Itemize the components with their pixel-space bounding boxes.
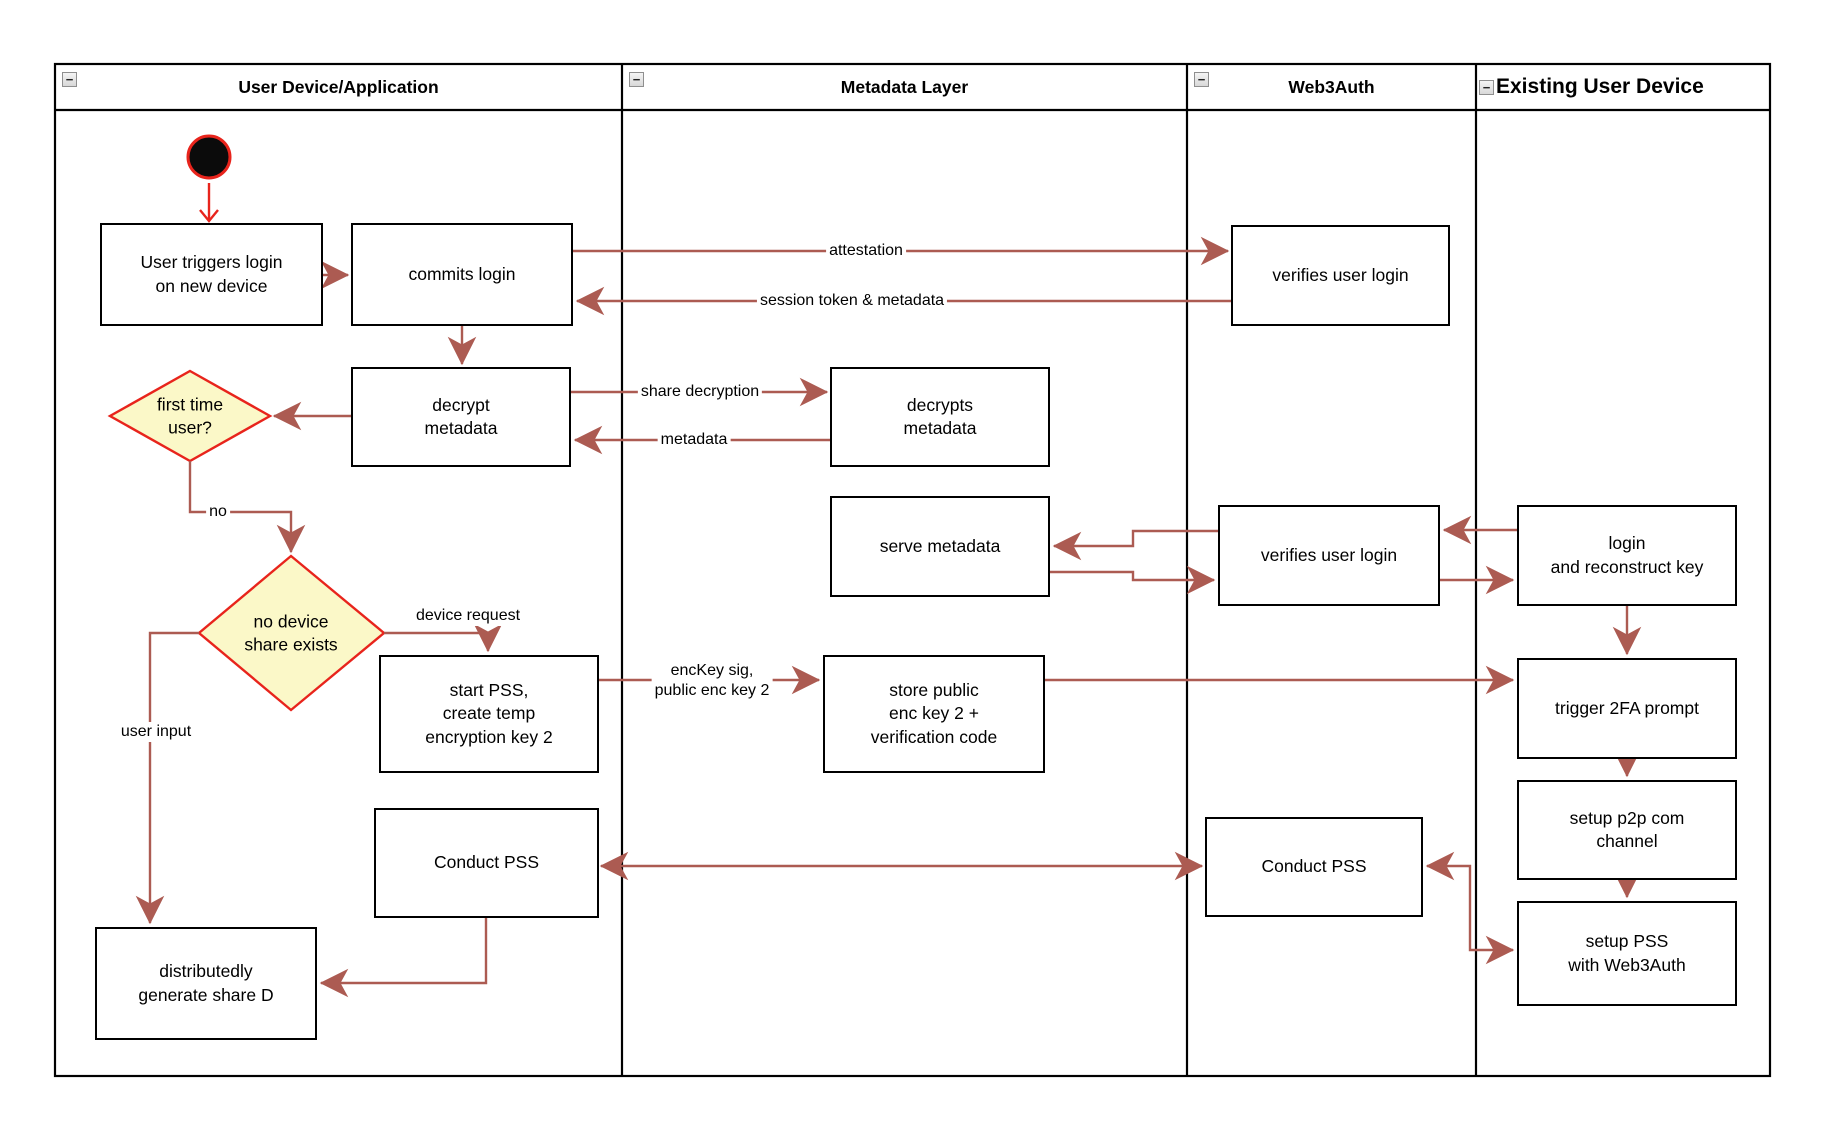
start-node[interactable] bbox=[186, 134, 232, 180]
node-conduct-pss-web3auth[interactable]: Conduct PSS bbox=[1205, 817, 1423, 917]
node-commits-login[interactable]: commits login bbox=[351, 223, 573, 326]
node-user-triggers-login[interactable]: User triggers login on new device bbox=[100, 223, 323, 326]
node-verifies-user-login-1[interactable]: verifies user login bbox=[1231, 225, 1450, 326]
collapse-icon[interactable]: − bbox=[1194, 72, 1209, 87]
edge-label-device-request[interactable]: device request bbox=[412, 606, 524, 626]
node-conduct-pss-device[interactable]: Conduct PSS bbox=[374, 808, 599, 918]
edge-setuppss-conductpss3[interactable] bbox=[1425, 851, 1515, 965]
edge-label-share-decryption[interactable]: share decryption bbox=[637, 382, 763, 402]
edge-no[interactable] bbox=[188, 461, 306, 554]
lane-header-metadata-layer[interactable]: − Metadata Layer bbox=[622, 64, 1187, 110]
node-setup-p2p[interactable]: setup p2p com channel bbox=[1517, 780, 1737, 880]
edge-label-session-token[interactable]: session token & metadata bbox=[756, 291, 948, 311]
node-login-reconstruct-key[interactable]: login and reconstruct key bbox=[1517, 505, 1737, 606]
lane-header-existing-device[interactable]: − Existing User Device bbox=[1476, 64, 1770, 110]
lane-header-web3auth[interactable]: − Web3Auth bbox=[1187, 64, 1476, 110]
node-decrypt-metadata[interactable]: decrypt metadata bbox=[351, 367, 571, 467]
edge-verifies2-serve[interactable] bbox=[1052, 529, 1218, 561]
collapse-icon[interactable]: − bbox=[1479, 79, 1494, 95]
lane-header-user-device[interactable]: − User Device/Application bbox=[55, 64, 622, 110]
node-decrypts-metadata[interactable]: decrypts metadata bbox=[830, 367, 1050, 467]
edge-serve-verifies2[interactable] bbox=[1050, 565, 1216, 595]
node-distributedly-generate-share[interactable]: distributedly generate share D bbox=[95, 927, 317, 1040]
node-verifies-user-login-2[interactable]: verifies user login bbox=[1218, 505, 1440, 606]
lane-title: User Device/Application bbox=[238, 76, 439, 97]
node-serve-metadata[interactable]: serve metadata bbox=[830, 496, 1050, 597]
edge-device-request[interactable] bbox=[384, 623, 503, 653]
start-arrowhead-icon bbox=[199, 209, 219, 223]
lane-title: Existing User Device bbox=[1496, 75, 1704, 98]
edge-label-user-input[interactable]: user input bbox=[117, 722, 195, 742]
edge-label-enckey[interactable]: encKey sig, public enc key 2 bbox=[651, 661, 773, 701]
edge-label-attestation[interactable]: attestation bbox=[826, 241, 906, 261]
node-store-public-enc-key[interactable]: store public enc key 2 + verification co… bbox=[823, 655, 1045, 773]
pool-border bbox=[53, 62, 1772, 1078]
edge-conductpss1-distgenerate[interactable] bbox=[319, 918, 488, 998]
decision-label-no-device-share[interactable]: no device share exists bbox=[244, 611, 338, 654]
decision-no-device-share[interactable] bbox=[197, 554, 386, 712]
edge-label-metadata[interactable]: metadata bbox=[657, 430, 731, 450]
edge-user-input[interactable] bbox=[135, 631, 199, 925]
collapse-icon[interactable]: − bbox=[62, 72, 77, 87]
lane-title: Web3Auth bbox=[1288, 76, 1375, 97]
node-start-pss[interactable]: start PSS, create temp encryption key 2 bbox=[379, 655, 599, 773]
edge-label-no[interactable]: no bbox=[206, 502, 230, 522]
node-setup-pss-web3auth[interactable]: setup PSS with Web3Auth bbox=[1517, 901, 1737, 1006]
node-trigger-2fa[interactable]: trigger 2FA prompt bbox=[1517, 658, 1737, 759]
decision-label-first-time-user[interactable]: first time user? bbox=[156, 394, 224, 437]
collapse-icon[interactable]: − bbox=[629, 72, 644, 87]
lane-title: Metadata Layer bbox=[840, 76, 969, 97]
